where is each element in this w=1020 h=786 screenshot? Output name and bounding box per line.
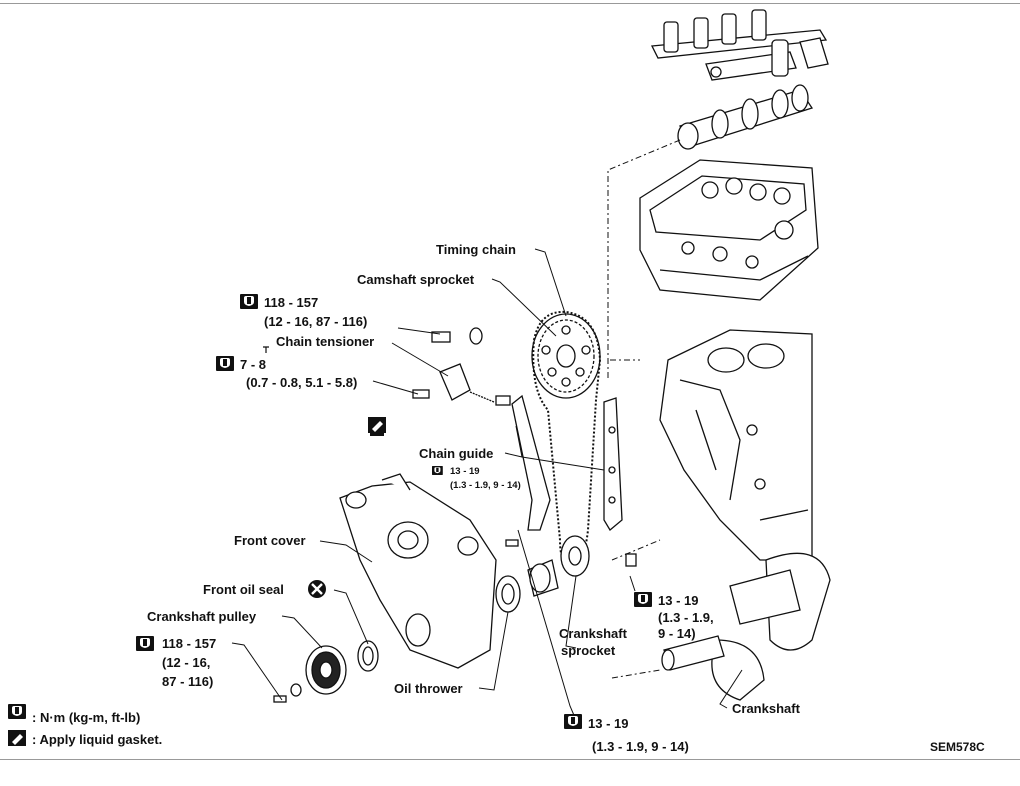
crank-spacer-drawing [527,559,559,597]
torque-icon [432,466,443,475]
torque-tensioner-alt: (0.7 - 0.8, 5.1 - 5.8) [246,375,358,390]
torque-icon [564,714,582,729]
torque-bottom-value: 13 - 19 [588,716,629,731]
crankshaft-drawing [661,552,831,701]
rocker-shaft-assembly [650,9,829,81]
label-front-oil-seal: Front oil seal [203,582,284,597]
bottom-rule [0,759,1020,760]
torque-pulley-value: 118 - 157 [162,636,217,651]
liquid-gasket-icon [8,730,26,746]
label-crankshaft-sprocket-line2: sprocket [561,643,616,658]
label-camshaft-sprocket: Camshaft sprocket [357,272,475,287]
torque-icon [240,294,258,309]
chain-tensioner-drawing [412,327,511,406]
figure-code: SEM578C [930,740,985,754]
front-cover-drawing [339,473,497,669]
torque-guide-value: 13 - 19 [450,466,480,477]
torque-icon [216,356,234,371]
leader-lines [231,139,743,721]
crankshaft-sprocket-drawing [560,535,590,577]
label-crankshaft-sprocket-line1: Crankshaft [559,626,627,641]
torque-right-alt-2: 9 - 14) [658,626,696,641]
guide-bolts-drawing [505,539,637,567]
legend-gasket-text: : Apply liquid gasket. [32,732,163,747]
torque-guide-alt: (1.3 - 1.9, 9 - 14) [450,480,521,491]
label-timing-chain: Timing chain [436,242,516,257]
replace-part-icon [308,580,326,598]
label-chain-guide: Chain guide [419,446,494,461]
crankshaft-pulley-drawing [273,645,347,703]
torque-pulley-alt-1: (12 - 16, [162,655,211,670]
top-rule [0,3,1020,4]
chain-guides-drawing [511,394,623,531]
torque-sprocket-bolt-value: 118 - 157 [264,295,319,310]
label-front-cover: Front cover [234,533,306,548]
camshaft-sprocket-drawing [531,313,601,399]
label-crankshaft: Crankshaft [732,701,800,716]
label-crankshaft-pulley: Crankshaft pulley [147,609,257,624]
torque-icon [8,704,26,719]
torque-sprocket-bolt-alt: (12 - 16, 87 - 116) [264,314,368,329]
oil-thrower-drawing [495,575,521,613]
label-chain-tensioner: Chain tensioner [276,334,375,349]
camshaft [677,84,814,150]
torque-icon [634,592,652,607]
torque-pulley-alt-2: 87 - 116) [162,674,214,689]
torque-right-alt-1: (1.3 - 1.9, [658,610,714,625]
label-oil-thrower: Oil thrower [394,681,463,696]
torque-icon [136,636,154,651]
liquid-gasket-icon [368,417,386,436]
torque-bottom-alt: (1.3 - 1.9, 9 - 14) [592,739,689,754]
torque-tensioner-value: 7 - 8 [240,357,267,372]
tensioner-mark-icon [263,346,269,353]
cylinder-head [639,159,819,301]
front-oil-seal-drawing [357,640,379,672]
torque-right-value: 13 - 19 [658,593,699,608]
cylinder-block [659,329,813,561]
legend-torque-text: : N·m (kg-m, ft-lb) [32,710,141,725]
